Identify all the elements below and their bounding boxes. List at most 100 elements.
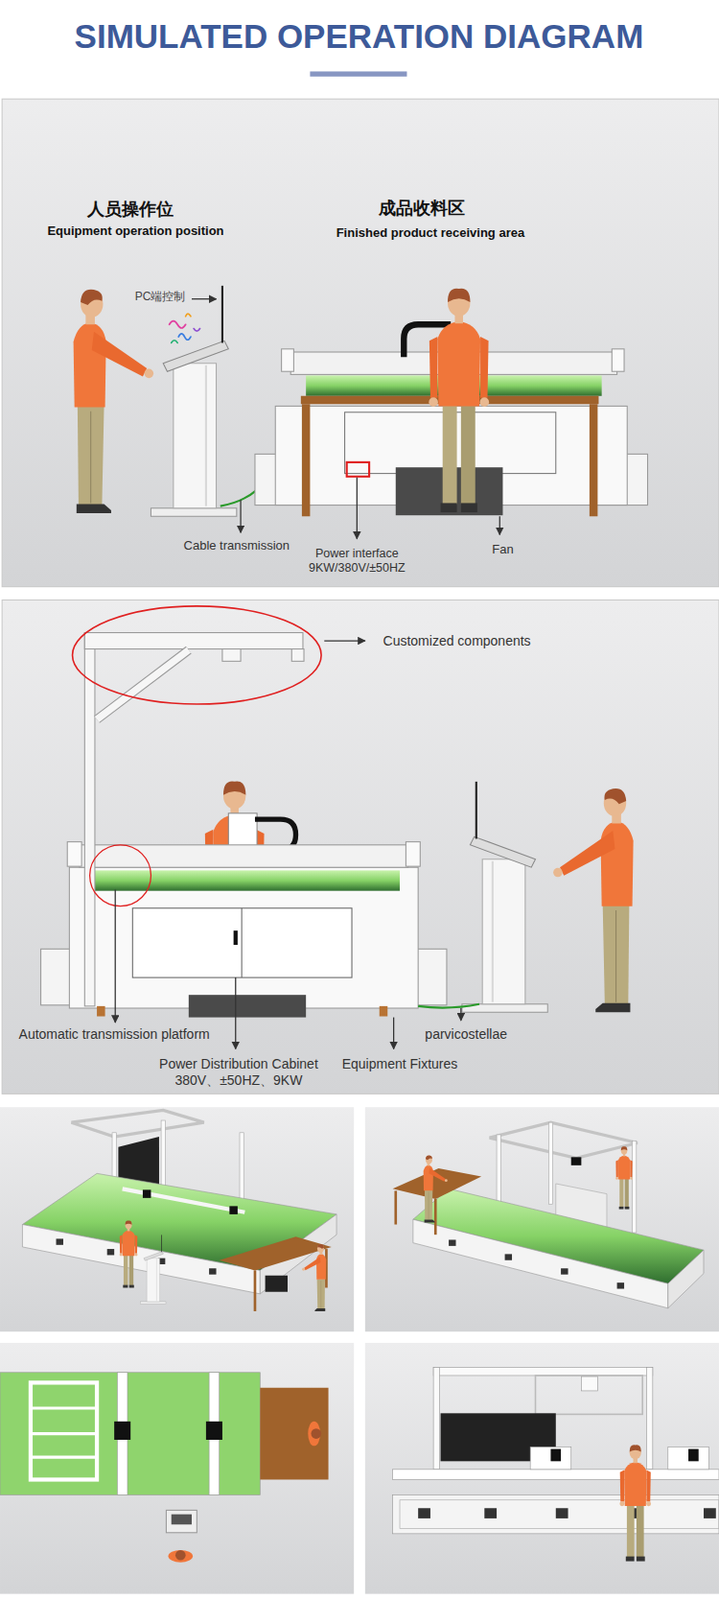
panel-front-view-part-part [178,333,191,340]
panel-iso-view-a-part [122,1187,246,1211]
panel-front-view-part-part [239,499,241,533]
panel-top-view-part [165,1508,197,1531]
panel-top-view-part [175,1549,186,1560]
callout-label: PC端控制 [135,289,186,303]
panel-side-view-part [553,788,634,1012]
title-underline [309,70,407,76]
panel-iso-view-a-part [229,1205,238,1214]
panel-front-view-part-part [191,298,217,300]
panel-side-view-part [188,994,306,1017]
panel-iso-view-a [0,1106,354,1331]
panel-front-view [1,98,719,586]
panel-iso-view-b-part-part [448,1238,456,1245]
panel-iso-view-b-part [548,1121,553,1204]
panel-top-view-part [30,1454,97,1458]
panel-rear-view-part [535,1374,644,1414]
panel-top-view-part [171,1513,192,1525]
panel-side-view-part [72,605,323,704]
panel-front-view-part [301,403,311,516]
panel-side-view-part-part [324,639,366,641]
panel-iso-view-a-part [0,1106,354,1331]
panel-iso-view-b-part-part [617,1281,625,1288]
panel-rear-view-part [668,1445,710,1468]
panel-side-view-part [69,866,418,1008]
panel-rear-view-part-part [417,1507,431,1518]
panel-front-view-part-part [185,313,191,317]
panel-top-view-part [30,1431,97,1435]
panel-side-view-part [291,649,304,662]
panel-side-view-part [96,1005,106,1017]
panel-front-view-part [428,288,489,512]
panel-front-view-part-part [356,477,358,539]
panel-side-view-part-part [393,1017,395,1049]
panel-side-view-part [1,600,719,1094]
panel-iso-view-b-part [489,1121,638,1158]
panel-side-view-part [90,844,152,906]
panel-iso-view-b-part [413,1218,669,1308]
callout-label: parvicostellae [424,1025,508,1043]
panel-iso-view-b-part [571,1156,582,1165]
panel-top-view [0,1342,354,1594]
panel-side-view-part-part [460,1007,462,1021]
panel-iso-view-b-part [434,1198,438,1234]
panel-rear-view-part [393,1468,719,1480]
panel-side-view-part [462,781,548,1012]
panel-front-view-part [611,348,625,372]
panel-side-view-part [84,632,303,650]
panel-rear-view [365,1342,719,1594]
panel-front-view-part [73,289,155,513]
callout-label: Cable transmission [184,537,291,554]
panel-rear-view-part [646,1366,652,1468]
panel-side-view-part [417,1003,480,1008]
panel-side-view-part-part [115,889,116,1022]
panel-front-view-part [220,489,257,507]
callout-label: 成品收料区 [378,198,465,220]
panel-side-view-part [241,907,243,977]
callout-label: Power interface 9KW/380V/±50HZ [293,546,420,576]
panel-side-view-part-part [234,976,236,1048]
panel-rear-view-part [399,1499,719,1529]
panel-top-view-part [30,1405,97,1409]
panel-iso-view-a-part [119,1220,139,1288]
callout-label: Automatic transmission platform [19,1025,210,1043]
callout-label: Equipment Fixtures [342,1055,459,1072]
panel-front-view-part-part [499,515,501,534]
panel-top-view-part [259,1387,328,1480]
panel-front-view-part [589,403,599,516]
panel-side-view-part [132,907,352,977]
panel-iso-view-b-part [668,1249,704,1308]
panel-iso-view-b-part [615,1145,633,1208]
panel-side-view-part [233,929,238,945]
panel-iso-view-b-part [394,1189,397,1224]
panel-top-view-part [310,1427,322,1438]
panel-iso-view-a-part-part [56,1237,64,1244]
panel-rear-view-part-part [703,1507,717,1518]
panel-top-view-part [0,1342,354,1594]
callout-label: Finished product receiving area [336,225,526,241]
panel-side-view-part [90,869,400,890]
panel-rear-view-part [365,1342,719,1594]
panel-side-view-part [96,649,189,719]
callout-label: 人员操作位 [87,199,174,221]
panel-side-view-part [405,841,420,867]
panel-front-view-part [169,313,201,343]
panel-iso-view-b-part-part [505,1252,512,1259]
panel-top-view-part [168,1549,194,1562]
panel-side-view-part [96,649,189,719]
panel-rear-view-part-part [484,1507,497,1518]
panel-front-view-part-part [171,340,178,344]
panel-top-view-part [30,1381,97,1479]
panel-rear-view-part [619,1443,651,1560]
panel-iso-view-b-part [423,1154,448,1222]
callout-label: Power Distribution Cabinet 380V、±50HZ、9K… [142,1055,335,1089]
panel-side-view-part [228,812,257,848]
panel-side-view-part [79,844,409,867]
panel-iso-view-a-part [139,1233,166,1303]
panel-side-view [1,600,719,1094]
panel-iso-view-b-part-part [560,1267,568,1274]
panel-iso-view-a-part [142,1188,152,1198]
panel-rear-view-part [393,1493,719,1532]
panel-front-view-part [347,462,370,477]
callout-label: Fan [491,541,513,557]
